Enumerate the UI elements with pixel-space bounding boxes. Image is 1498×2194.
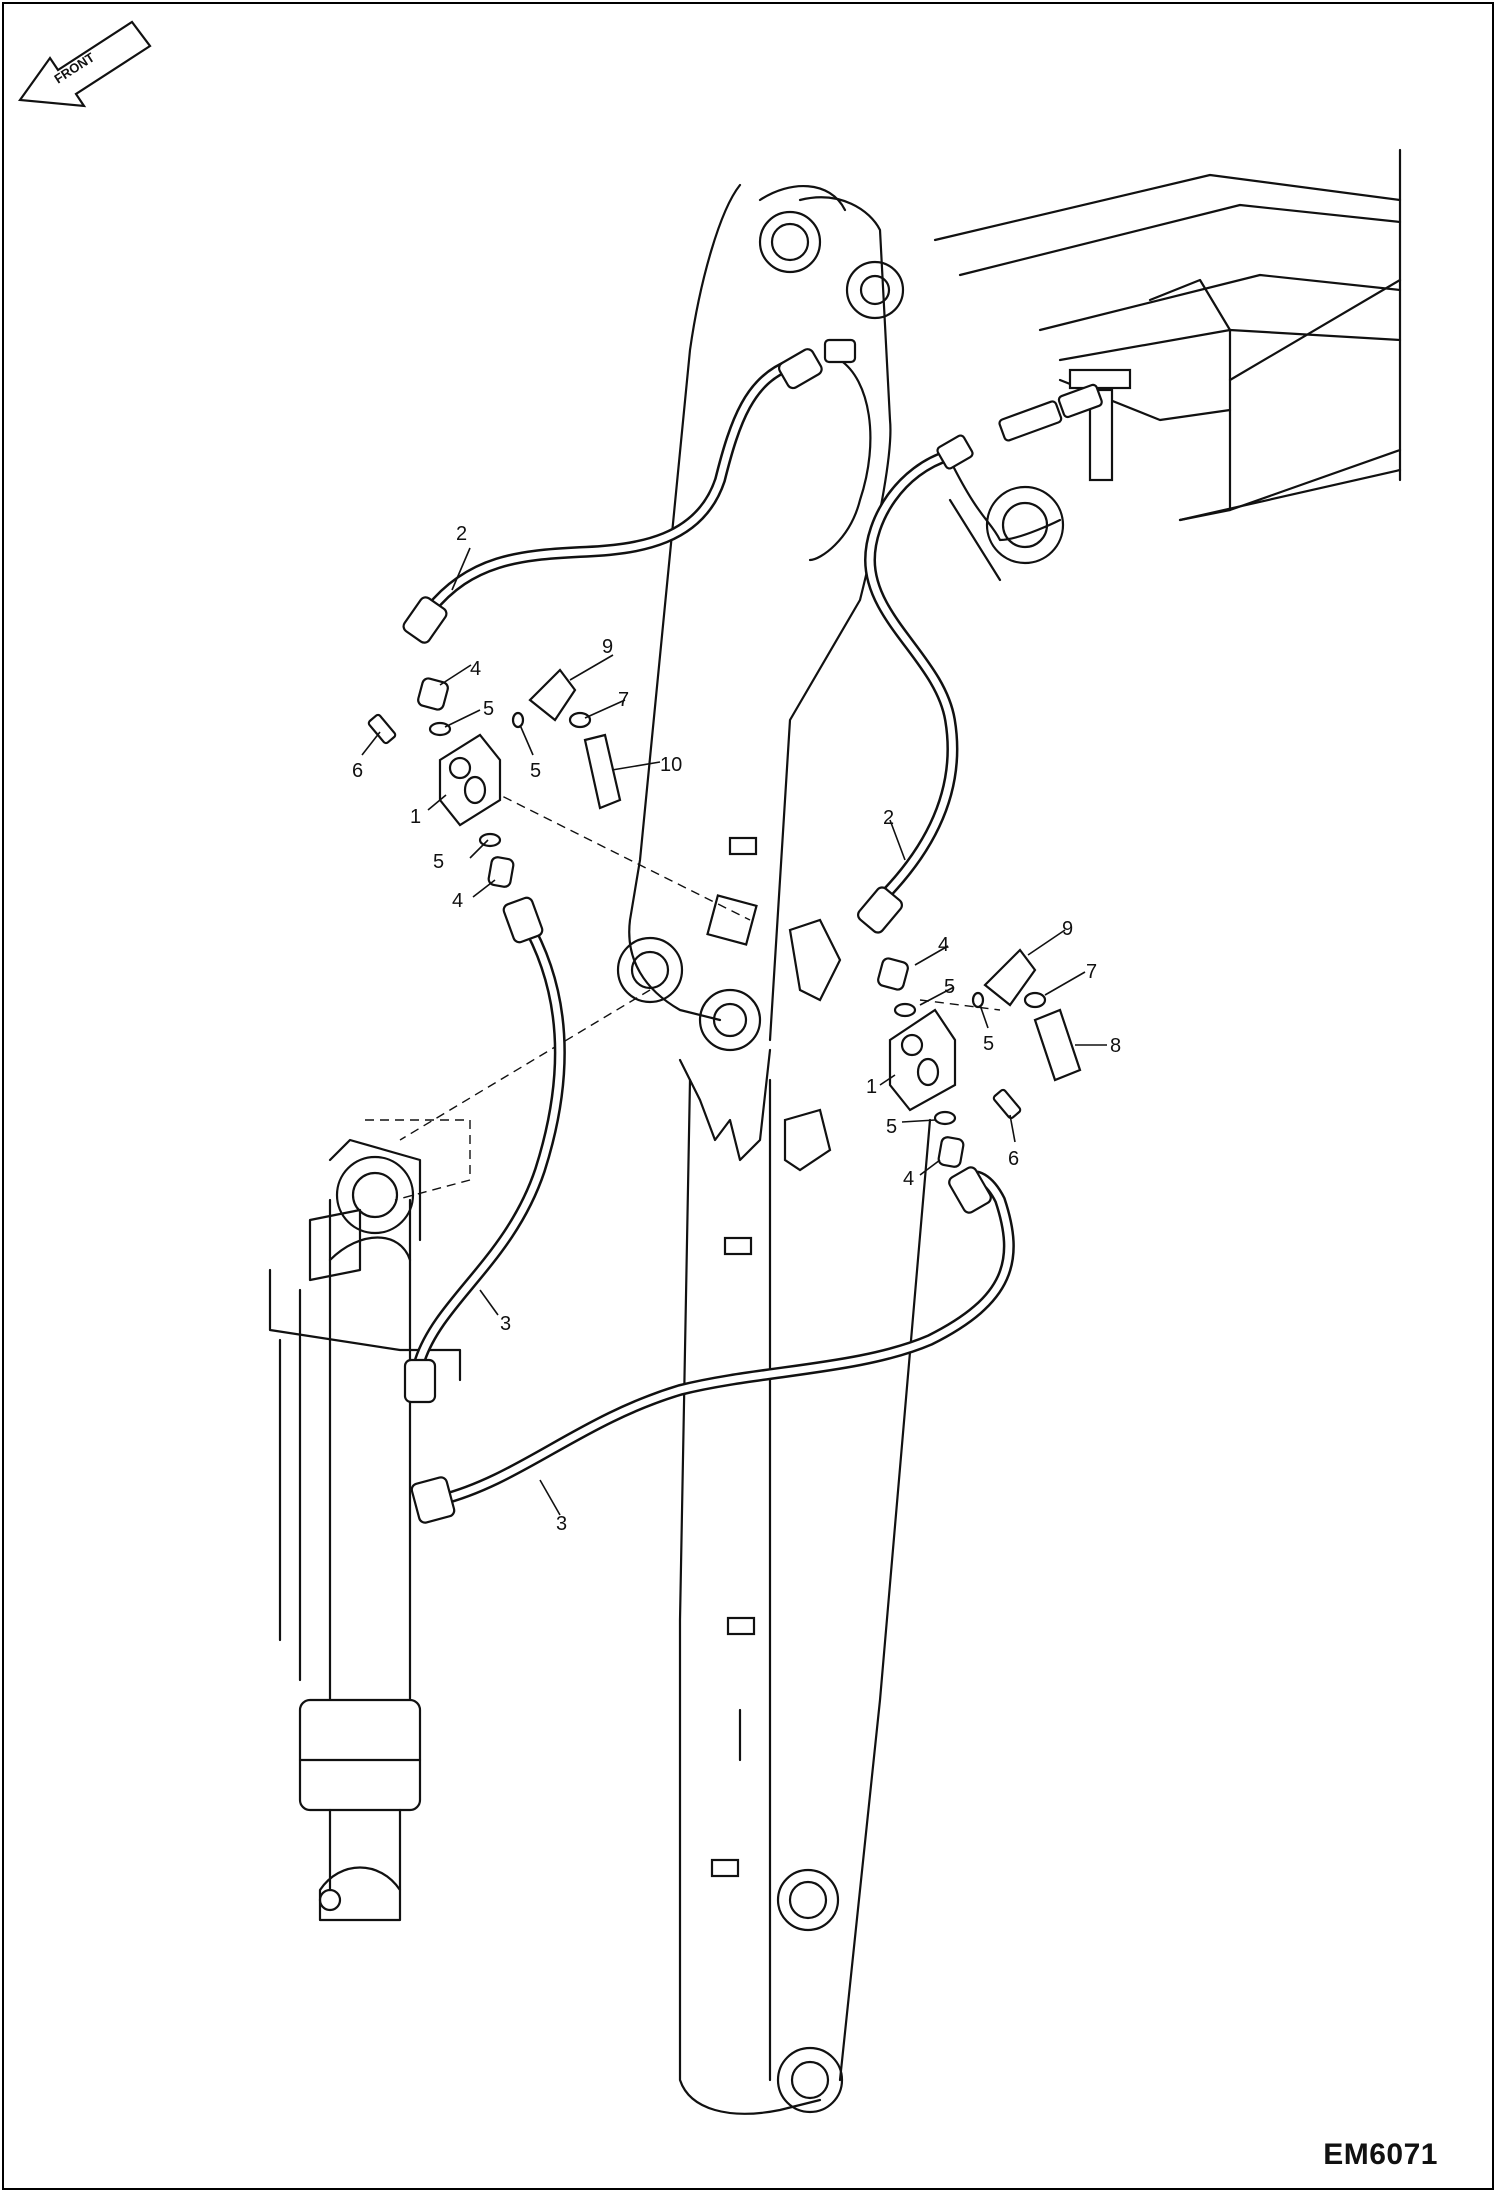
callout-1-right: 1 [866, 1076, 877, 1098]
drawing-id: EM6071 [1323, 2138, 1438, 2171]
callout-5-right-lower: 5 [886, 1116, 897, 1138]
hose-3-lower [410, 1166, 1015, 1524]
callout-4-right-lower: 4 [903, 1168, 914, 1190]
hose-clamp-brackets [706, 894, 842, 1172]
callout-6-left: 6 [352, 760, 363, 782]
callout-5-left-mid: 5 [530, 760, 541, 782]
callout-7-right: 7 [1086, 961, 1097, 983]
callout-9-right: 9 [1062, 918, 1073, 940]
front-direction-arrow: FRONT [17, 20, 152, 108]
arm-structure [933, 148, 1402, 522]
callout-2-right: 2 [883, 807, 894, 829]
callout-3-lower: 3 [556, 1513, 567, 1535]
hose-2-right [857, 383, 1103, 934]
hose-2-left [402, 338, 857, 644]
callout-4-left-upper: 4 [470, 658, 481, 680]
callout-7-left: 7 [618, 689, 629, 711]
callout-5-right-upper: 5 [944, 976, 955, 998]
callout-2-left: 2 [456, 523, 467, 545]
boom [616, 183, 1065, 2115]
callout-3-left: 3 [500, 1313, 511, 1335]
leader-lines [361, 547, 1107, 1516]
right-valve-block-group [877, 948, 1082, 1168]
callout-1-left: 1 [410, 806, 421, 828]
callout-8-right: 8 [1110, 1035, 1121, 1057]
callout-5-right-mid: 5 [983, 1033, 994, 1055]
callout-5-left-lower: 5 [433, 851, 444, 873]
callout-6-right: 6 [1008, 1148, 1019, 1170]
callout-4-right-upper: 4 [938, 934, 949, 956]
boom-cylinder [268, 1119, 471, 1922]
left-valve-block-group [367, 668, 622, 888]
callout-10-left: 10 [660, 754, 682, 776]
alignment-lines [399, 789, 1001, 1141]
callout-4-left-lower: 4 [452, 890, 463, 912]
callout-labels: 1 2 4 5 5 5 6 9 7 10 4 2 9 4 5 7 5 8 1 5… [352, 523, 1121, 1535]
hose-3-left [403, 896, 566, 1404]
callout-5-left-upper: 5 [483, 698, 494, 720]
callout-9-left: 9 [602, 636, 613, 658]
